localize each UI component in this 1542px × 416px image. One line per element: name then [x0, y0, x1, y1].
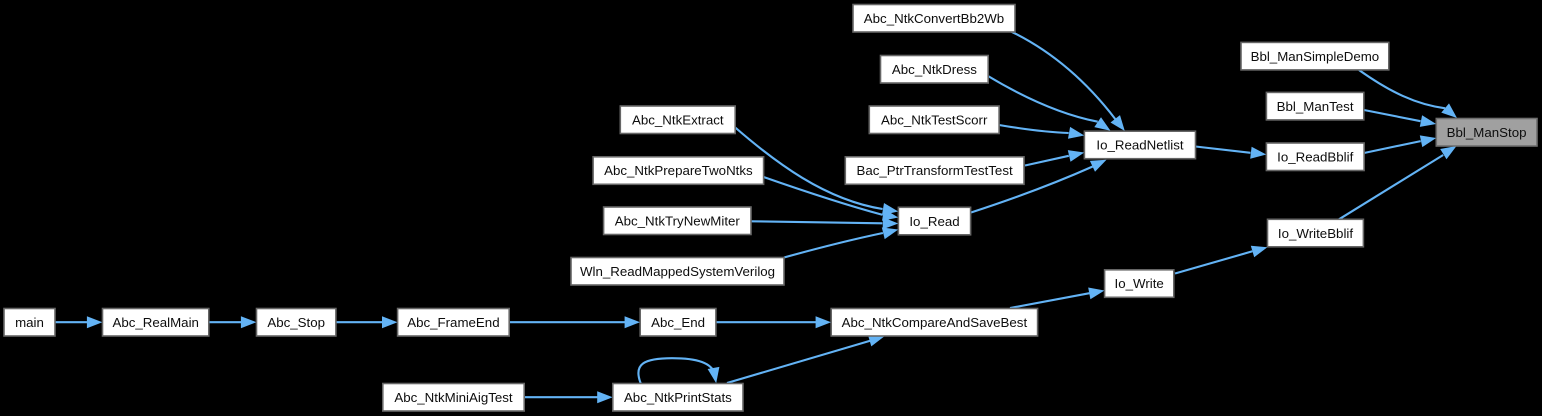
- svg-text:Abc_NtkExtract: Abc_NtkExtract: [632, 113, 724, 128]
- svg-text:Io_WriteBblif: Io_WriteBblif: [1278, 226, 1353, 241]
- svg-text:Abc_NtkMiniAigTest: Abc_NtkMiniAigTest: [394, 390, 513, 405]
- svg-text:Wln_ReadMappedSystemVerilog: Wln_ReadMappedSystemVerilog: [580, 264, 775, 279]
- svg-text:Bbl_ManSimpleDemo: Bbl_ManSimpleDemo: [1251, 49, 1380, 64]
- svg-text:Abc_NtkPrintStats: Abc_NtkPrintStats: [624, 390, 732, 405]
- svg-text:Abc_RealMain: Abc_RealMain: [112, 315, 198, 330]
- svg-text:Bac_PtrTransformTestTest: Bac_PtrTransformTestTest: [857, 163, 1013, 178]
- svg-text:Abc_Stop: Abc_Stop: [267, 315, 325, 330]
- svg-text:Abc_NtkPrepareTwoNtks: Abc_NtkPrepareTwoNtks: [604, 163, 753, 178]
- svg-text:Io_Read: Io_Read: [909, 214, 959, 229]
- svg-text:Abc_NtkTestScorr: Abc_NtkTestScorr: [881, 113, 988, 128]
- svg-text:Abc_NtkConvertBb2Wb: Abc_NtkConvertBb2Wb: [864, 11, 1004, 26]
- svg-text:Abc_FrameEnd: Abc_FrameEnd: [407, 315, 499, 330]
- svg-text:Bbl_ManTest: Bbl_ManTest: [1277, 99, 1354, 114]
- svg-text:Abc_NtkTryNewMiter: Abc_NtkTryNewMiter: [615, 213, 741, 228]
- svg-text:Abc_NtkCompareAndSaveBest: Abc_NtkCompareAndSaveBest: [842, 315, 1028, 330]
- svg-text:Abc_End: Abc_End: [651, 315, 705, 330]
- svg-text:Abc_NtkDress: Abc_NtkDress: [892, 62, 977, 77]
- svg-text:Io_ReadNetlist: Io_ReadNetlist: [1096, 138, 1184, 153]
- svg-text:Io_Write: Io_Write: [1115, 276, 1164, 291]
- svg-text:Bbl_ManStop: Bbl_ManStop: [1447, 125, 1527, 140]
- svg-text:Io_ReadBblif: Io_ReadBblif: [1277, 149, 1353, 164]
- svg-text:main: main: [15, 315, 44, 330]
